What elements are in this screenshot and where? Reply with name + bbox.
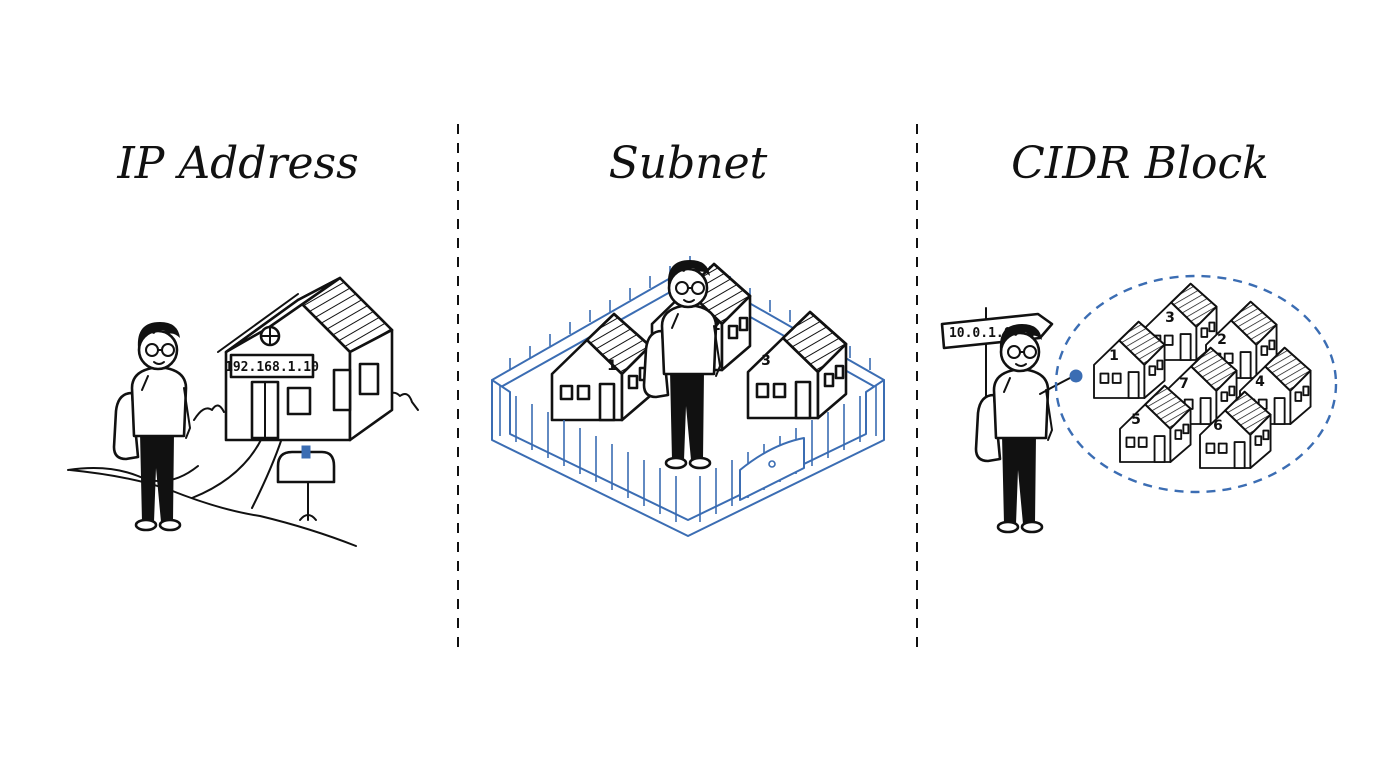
panel-ip-address: IP Address 192.168.1.10: [67, 138, 419, 547]
cidr-block-boundary: [1054, 274, 1338, 494]
panel-title-subnet: Subnet: [609, 138, 768, 189]
panel-subnet: Subnet 1 2 3: [491, 138, 885, 537]
house-address-label: 192.168.1.10: [225, 360, 319, 375]
subnet-house-number-1: 1: [607, 358, 617, 374]
house-ip: 192.168.1.10: [217, 276, 394, 442]
subnet-fence-front: [491, 379, 885, 537]
ground-path: [67, 465, 357, 547]
pointing-hand-icon: [1069, 369, 1083, 383]
person-ip: [112, 320, 192, 532]
cidr-house-number-5: 5: [1131, 412, 1141, 428]
cidr-house-number-4: 4: [1255, 374, 1265, 390]
subnet-house-number-3: 3: [761, 353, 771, 369]
subnet-house-1: [550, 312, 652, 422]
cidr-house-number-3: 3: [1165, 310, 1175, 326]
cidr-house-number-2: 2: [1217, 332, 1227, 348]
mailbox-icon: [276, 445, 336, 521]
driveway-path: [191, 437, 283, 509]
cidr-houses: [1093, 282, 1312, 469]
cidr-house-number-6: 6: [1213, 418, 1223, 434]
cidr-house-number-7: 7: [1179, 376, 1189, 392]
panel-title-ip-address: IP Address: [116, 138, 358, 189]
cidr-house-number-1: 1: [1109, 348, 1119, 364]
person-cidr: [974, 322, 1054, 534]
panel-cidr-block: CIDR Block 10.0.1.0/24 1 2 3 4 5 6 7: [940, 138, 1338, 534]
panel-title-cidr-block: CIDR Block: [1011, 138, 1269, 189]
